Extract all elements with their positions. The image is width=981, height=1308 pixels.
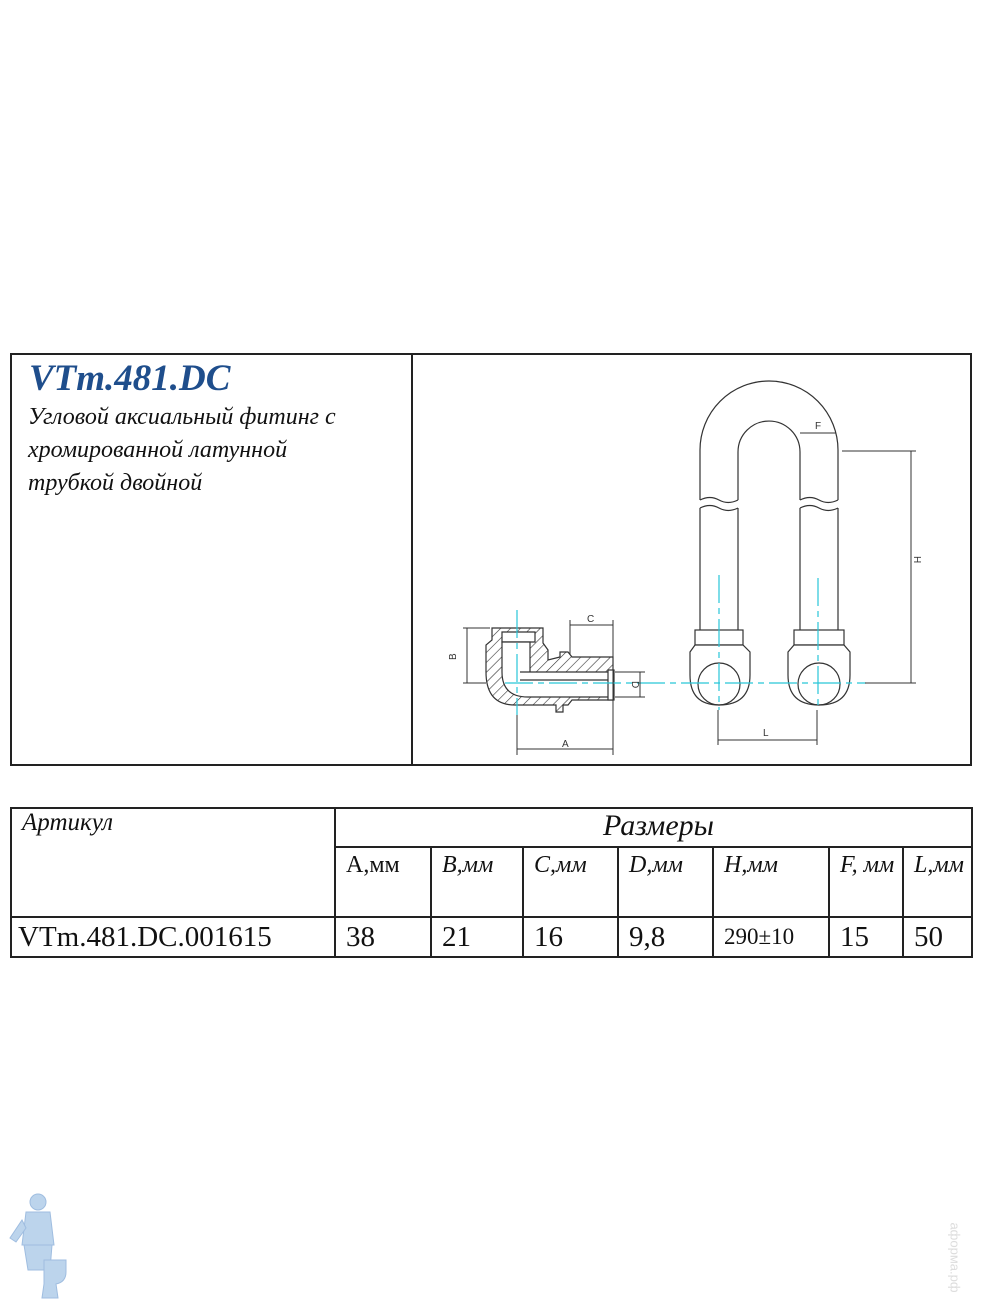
dimension-lines <box>463 432 916 755</box>
label-A: A <box>562 739 569 750</box>
column-header: B,мм <box>430 846 524 918</box>
description-line: трубкой двойной <box>28 470 203 496</box>
column-header: L,мм <box>902 846 973 918</box>
description-line: хромированной латунной <box>28 437 288 463</box>
product-card: VTm.481.DC Угловой аксиальный фитинг с х… <box>10 353 972 766</box>
label-D: D <box>629 681 640 688</box>
technical-drawing: B C A D F H L <box>448 380 922 755</box>
u-tube <box>689 380 851 706</box>
value-cell: 290±10 <box>712 916 830 958</box>
description-line: Угловой аксиальный фитинг с <box>28 404 336 430</box>
table-row: VTm.481.DC.001615 38 21 16 9,8 290±10 15… <box>10 916 973 958</box>
label-L: L <box>763 728 769 739</box>
label-H: H <box>911 556 922 563</box>
plumber-logo <box>9 1193 67 1299</box>
watermark: аформа.рф <box>947 1222 963 1293</box>
value-cell: 16 <box>522 916 619 958</box>
value-cell: 9,8 <box>617 916 714 958</box>
centerlines <box>505 575 866 715</box>
value-cell: 15 <box>828 916 904 958</box>
sizes-header: Размеры <box>334 807 973 848</box>
label-C: C <box>587 614 594 625</box>
label-B: B <box>448 653 459 660</box>
elbow-fitting <box>485 627 615 713</box>
value-cell: 21 <box>430 916 524 958</box>
column-header: A,мм <box>334 846 432 918</box>
dimensions-table: Артикул Размеры A,мм B,мм C,мм D,мм H,мм… <box>10 807 973 958</box>
product-description: Угловой аксиальный фитинг с хромированно… <box>28 401 408 500</box>
column-header: H,мм <box>712 846 830 918</box>
value-cell: 38 <box>334 916 432 958</box>
article-header: Артикул <box>10 807 336 918</box>
article-cell: VTm.481.DC.001615 <box>10 916 336 958</box>
value-cell: 50 <box>902 916 973 958</box>
card-divider <box>411 355 413 764</box>
column-header: F, мм <box>828 846 904 918</box>
label-F: F <box>815 421 821 432</box>
column-header: C,мм <box>522 846 619 918</box>
column-header: D,мм <box>617 846 714 918</box>
product-code: VTm.481.DC <box>29 358 231 399</box>
